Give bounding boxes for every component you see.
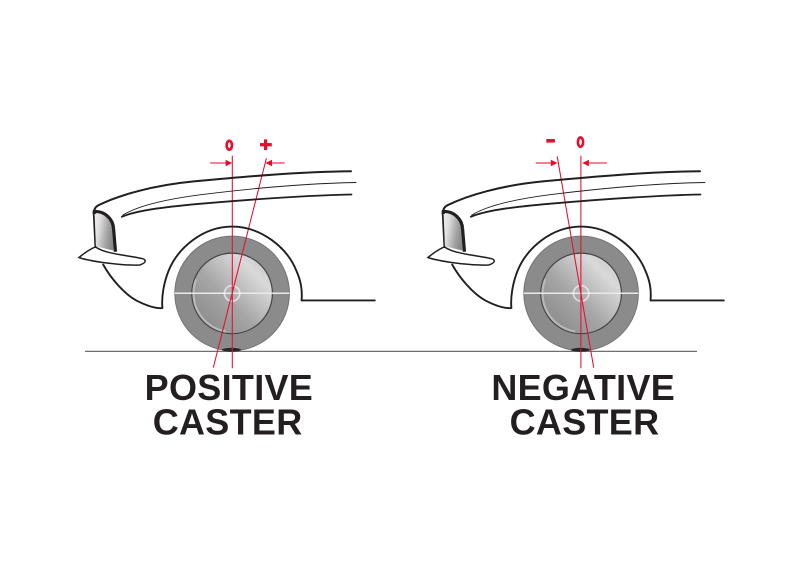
svg-text:CASTER: CASTER	[153, 402, 303, 443]
svg-text:POSITIVE: POSITIVE	[145, 367, 313, 408]
svg-text:NEGATIVE: NEGATIVE	[491, 367, 675, 408]
svg-text:CASTER: CASTER	[510, 402, 660, 443]
